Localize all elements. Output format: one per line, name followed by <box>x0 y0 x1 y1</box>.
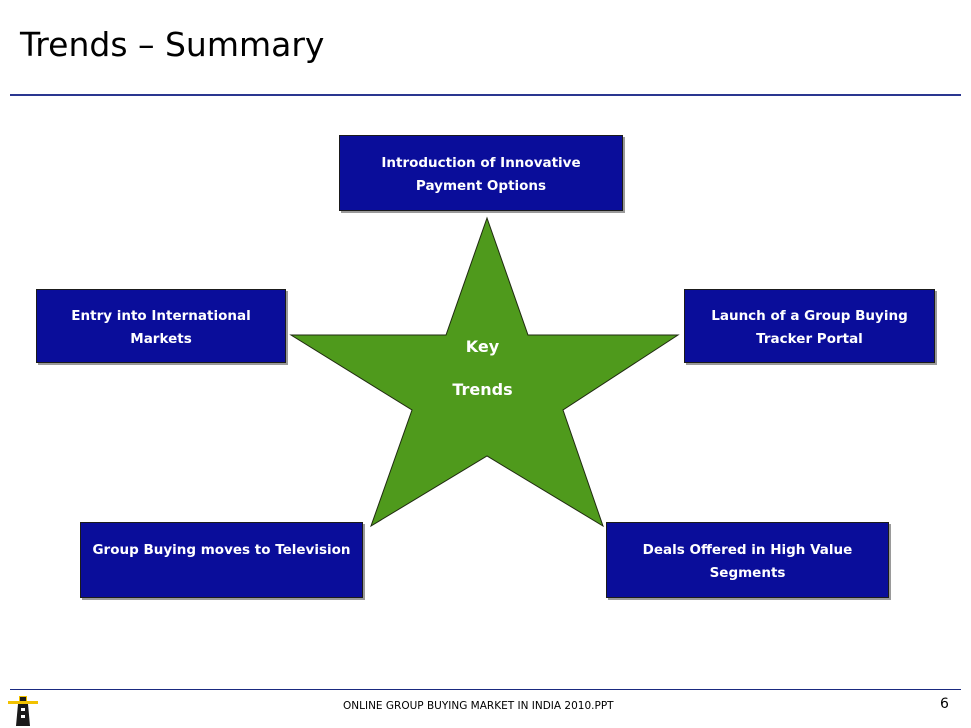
trend-box-television: Group Buying moves to Television <box>80 522 363 598</box>
center-label-key: Key <box>465 337 500 356</box>
center-label-trends: Trends <box>452 380 513 399</box>
lighthouse-icon <box>8 696 38 726</box>
trend-label: Deals Offered in High Value Segments <box>642 542 853 581</box>
trend-box-international-markets: Entry into International Markets <box>36 289 286 363</box>
trend-label: Group Buying moves to Television <box>92 542 351 558</box>
footer-divider <box>10 689 961 690</box>
page-number: 6 <box>940 696 949 712</box>
star-shape <box>289 216 680 528</box>
trend-box-tracker-portal: Launch of a Group Buying Tracker Portal <box>684 289 935 363</box>
slide-title: Trends – Summary <box>20 25 325 64</box>
trend-box-high-value-segments: Deals Offered in High Value Segments <box>606 522 889 598</box>
trend-box-payment-options: Introduction of Innovative Payment Optio… <box>339 135 623 211</box>
title-divider <box>10 94 961 96</box>
trend-label: Entry into International Markets <box>71 308 251 347</box>
trend-label: Introduction of Innovative Payment Optio… <box>381 155 581 194</box>
footer-document-name: ONLINE GROUP BUYING MARKET IN INDIA 2010… <box>343 700 614 712</box>
trend-label: Launch of a Group Buying Tracker Portal <box>711 308 908 347</box>
